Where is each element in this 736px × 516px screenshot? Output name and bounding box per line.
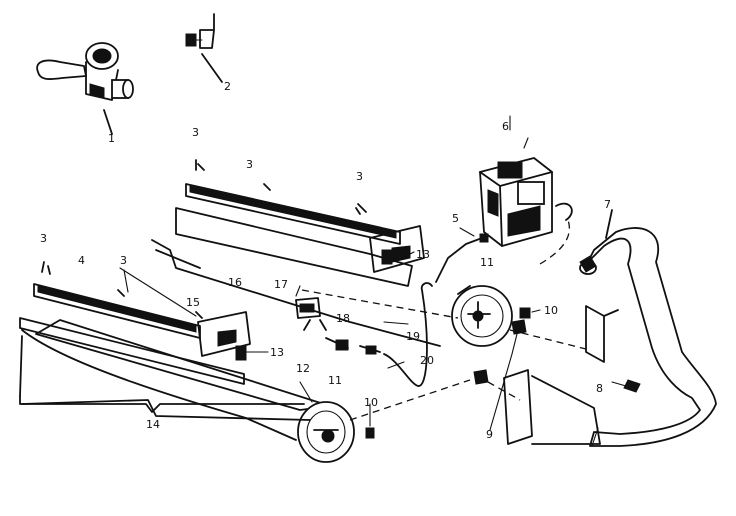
dashed-assembly-lines [301, 219, 591, 421]
part-18-pilot-orifice [325, 337, 349, 351]
part-13-bracket-upper [381, 249, 393, 265]
callout-10-a: 10 [544, 304, 558, 317]
callout-2: 2 [224, 80, 231, 93]
part-1-shutoff-valve [36, 42, 134, 135]
callout-15: 15 [186, 296, 200, 309]
callout-4: 4 [78, 254, 85, 267]
callout-3-e: 3 [120, 254, 127, 267]
callout-16: 16 [228, 276, 242, 289]
callout-1: 1 [108, 132, 115, 145]
part-17-pilot-assembly [295, 297, 327, 331]
part-2-elbow-fitting [185, 13, 223, 83]
part-16-burner-tray-upper [151, 207, 441, 347]
part-10-fitting-lower [365, 427, 375, 439]
part-10-fitting-upper [519, 307, 531, 319]
callout-11-a: 11 [480, 256, 494, 269]
callout-5: 5 [452, 212, 459, 225]
callout-3-a: 3 [192, 126, 199, 139]
part-13-bracket-lower [235, 345, 247, 361]
callout-19: 19 [406, 330, 420, 343]
callout-3-b: 3 [246, 158, 253, 171]
part-11-burner-head-upper [451, 285, 513, 347]
part-20-thermocouple [383, 282, 433, 387]
part-8-screw [611, 379, 641, 393]
callout-11-b: 11 [328, 374, 342, 387]
part-4-burner-rail-upper [185, 183, 425, 273]
callout-labels: 1 2 3 3 3 3 3 4 5 6 7 8 9 10 10 11 11 12… [40, 80, 611, 441]
part-9-orifice-fittings [473, 319, 527, 385]
callout-9: 9 [486, 428, 493, 441]
part-7-manifold-pipe [579, 209, 717, 447]
callout-14: 14 [146, 418, 160, 431]
part-14-burner-tray-lower [19, 317, 311, 421]
part-9-bracket-upper [585, 305, 619, 363]
callout-7: 7 [604, 198, 611, 211]
callout-12: 12 [296, 362, 310, 375]
part-19-thermocouple-connector [359, 345, 381, 355]
callout-3-d: 3 [40, 232, 47, 245]
callout-6: 6 [502, 120, 509, 133]
callout-13-a: 13 [416, 248, 430, 261]
callout-17: 17 [274, 278, 288, 291]
part-11-burner-head-lower [297, 401, 355, 463]
callout-3-c: 3 [356, 170, 363, 183]
part-6-gas-control-valve [479, 115, 573, 247]
part-12-burner-tube [21, 319, 331, 441]
part-5-pilot-tube [435, 227, 489, 283]
part-4-burner-rail-lower [33, 283, 251, 357]
callout-10-b: 10 [364, 396, 378, 409]
part-9-bracket-lower [503, 369, 601, 445]
callout-20: 20 [420, 354, 434, 367]
clips-and-leaders [19, 159, 541, 431]
callout-8: 8 [596, 382, 603, 395]
callout-18: 18 [336, 312, 350, 325]
callout-13-b: 13 [270, 346, 284, 359]
